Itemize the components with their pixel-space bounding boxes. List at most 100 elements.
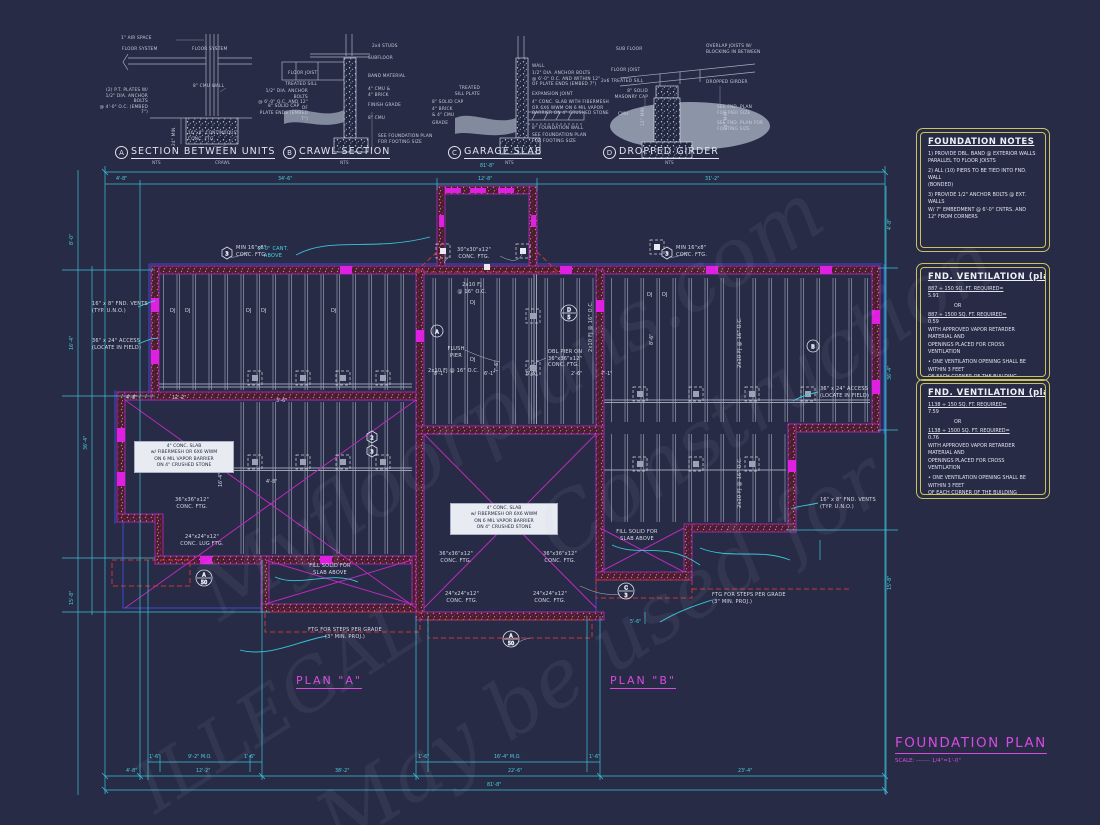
c-foundation-wall: 8" FOUNDATION WALL — [532, 126, 584, 131]
marker-a50b-top: A — [202, 573, 206, 579]
c-brick-cmu: 4" BRICK & 4" CMU — [432, 107, 455, 118]
dim-int-1: 8'-1" — [434, 372, 446, 377]
fj-label-lower: 2x10 FJ @ 16" O.C. — [428, 368, 479, 374]
dim-bottom-side-3: 1'-6" — [418, 755, 430, 760]
access-right: 36" x 24" ACCESS (LOCATE IN FIELD) — [820, 386, 870, 399]
ftg-36-center-b: 36"x36"x12" CONC. FTG. — [542, 551, 578, 564]
foundation-note-2: 2) ALL (10) PIERS TO BE TIED INTO FND. W… — [928, 167, 1027, 189]
a-floor-system-left: FLOOR SYSTEM — [122, 47, 158, 52]
section-b-sketch — [281, 34, 373, 153]
ventilation-panel-b: FND. VENTILATION (plan "B") 1138 ÷ 150 S… — [916, 379, 1050, 499]
section-a-sketch — [122, 34, 252, 148]
dim-int-l2: 12'-2" — [172, 396, 187, 401]
marker-hex2: 2 — [370, 436, 373, 442]
marker-d5-top: D — [567, 308, 571, 314]
fill-solid-porch-b: FILL SOLID FOR SLAB ABOVE — [616, 529, 658, 542]
dim-int-l3: 3'-6" — [276, 399, 288, 404]
b-finish-grade: FINISH GRADE — [368, 103, 402, 108]
b-anchor-bolts: 1/2" DIA. ANCHOR BOLTS @ 6'-0" O.C. AND … — [258, 89, 308, 122]
vent-a-value-2: 0.59 — [928, 319, 939, 326]
dim-bottom-side-2: 1'-6" — [244, 755, 256, 760]
dim-int-2: 6'-1" — [484, 372, 496, 377]
dj-4: DJ — [261, 308, 267, 314]
vent-a-formula-2: 887 ÷ 1500 SQ. FT. REQUIRED= — [928, 312, 1007, 319]
marker-a: A — [435, 330, 439, 336]
fj-label-vert-b-upper: 2x10 FJ @ 16" O.C. — [737, 317, 743, 368]
dj-6: DJ — [470, 300, 476, 306]
b-band-material: BAND MATERIAL — [368, 74, 406, 79]
a-air-space: 1" AIR SPACE — [121, 36, 152, 41]
section-a-title: A SECTION BETWEEN UNITS — [115, 146, 276, 159]
dim-bottom-5: 23'-4" — [738, 769, 753, 774]
dim-bottom-mo-center: 16'-4" M.O. — [494, 755, 521, 760]
b-floor-joist: FLOOR JOIST — [288, 71, 318, 76]
a-cmu-wall: 8" CMU WALL — [193, 84, 225, 89]
steps-ftg-note-a: FTG FOR STEPS PER GRADE (3" MIN. PROJ.) — [308, 627, 382, 640]
ftg-24-center-a: 24"x24"x12" CONC. FTG. — [444, 591, 480, 604]
dim-right-3: 15'-8" — [888, 575, 893, 590]
section-d-letter: D — [603, 146, 616, 159]
dim-int-4: 2'-6" — [571, 372, 583, 377]
dim-top-2: 34'-6" — [278, 177, 293, 182]
dim-bottom-side-1: 1'-6" — [149, 755, 161, 760]
dj-3: DJ — [246, 308, 252, 314]
piers — [247, 239, 816, 472]
d-24-min: 24" MIN. — [724, 110, 729, 130]
dj-7: DJ — [470, 357, 476, 363]
marker-c3-top: C — [624, 586, 628, 592]
min-ftg-note-right: MIN 16"x8" CONC. FTG. — [676, 245, 708, 258]
d-see-pier: SEE FND. PLAN FOR PIER SIZE — [717, 105, 753, 116]
d-cmu: CMU — [618, 112, 629, 117]
steps-ftg-note-b: FTG FOR STEPS PER GRADE (3" MIN. PROJ.) — [712, 592, 786, 605]
c-see-foundation: SEE FOUNDATION PLAN FOR FOOTING SIZE — [532, 133, 587, 144]
dimension-lines — [62, 166, 898, 795]
ftg-36-center-a: 36"x36"x12" CONC. FTG. — [438, 551, 474, 564]
vent-a-title: FND. VENTILATION (plan "A") — [928, 272, 1045, 282]
foundation-notes-title: FOUNDATION NOTES — [928, 137, 1035, 147]
lug-ftg-label: 24"x24"x12" CONC. LUG FTG. — [180, 534, 224, 547]
dim-bottom-4: 22'-6" — [508, 769, 523, 774]
plan-b-label: PLAN "B" — [610, 674, 676, 689]
dim-int-5: 7'-1" — [601, 372, 613, 377]
ftg-24-center-b: 24"x24"x12" CONC. FTG. — [532, 591, 568, 604]
dim-int-v3: 16'-4" — [219, 472, 224, 487]
d-see-footing: SEE FND. PLAN FOR FOOTING SIZE — [717, 121, 764, 132]
ftg-30-label: 30"x30"x12" CONC. FTG. — [456, 247, 492, 260]
plan-a-label: PLAN "A" — [296, 674, 362, 689]
marker-b: B — [811, 345, 815, 351]
marker-d5-bottom: 5 — [567, 315, 570, 321]
section-c-scale: NTS — [505, 161, 514, 166]
vent-b-value-2: 0.76 — [928, 435, 939, 442]
dim-int-b1: 5'-6" — [630, 620, 642, 625]
b-treated-sill: TREATED SILL — [285, 82, 318, 87]
dj-8: DJ — [647, 292, 653, 298]
dim-bottom-overall: 81'-8" — [487, 783, 502, 788]
slab-note-box-center: 4" CONC. SLAB w/ FIBERMESH OR 6X6 WWM ON… — [450, 503, 558, 535]
b-studs: 2x4 STUDS — [372, 44, 398, 49]
vent-a-note-1: WITH APPROVED VAPOR RETARDER MATERIAL AN… — [928, 326, 1015, 355]
foundation-note-3: 3) PROVIDE 1/2" ANCHOR BOLTS @ EXT. WALL… — [928, 191, 1027, 220]
a-floor-system-right: FLOOR SYSTEM — [192, 47, 228, 52]
vent-a-value-1: 5.91 — [928, 293, 939, 300]
c-slab-note: 4" CONC. SLAB WITH FIBERMESH OR 6X6 WWM … — [532, 100, 609, 117]
dim-int-l1: 4'-8" — [126, 396, 138, 401]
c-grade: GRADE — [432, 121, 449, 126]
joist-fields — [162, 274, 870, 554]
vent-b-formula-1: 1138 ÷ 150 SQ. FT. REQUIRED= — [928, 402, 1007, 408]
sheet-title: FOUNDATION PLAN — [895, 735, 1047, 754]
dbl-pier-label: DBL PIER ON 36"x36"x12" CONC. FTG. — [548, 349, 583, 368]
d-sub-floor: SUB FLOOR — [616, 47, 643, 52]
vent-a-or: OR — [954, 302, 962, 309]
dim-right-1: 4'-8" — [888, 218, 893, 230]
marker-hex3-left: 3 — [225, 252, 228, 258]
dim-right-2: 36'-4" — [888, 365, 893, 380]
marker-c3-bottom: 3 — [624, 593, 627, 599]
section-b-title: B CRAWL SECTION — [283, 146, 391, 159]
vent-b-note-2: • ONE VENTILATION OPENING SHALL BE WITHI… — [928, 475, 1026, 495]
sheet-scale: SCALE: ------- 1/4"=1'-0" — [895, 758, 961, 764]
a-pt-plates: (2) P.T. PLATES W/ 1/2" DIA. ANCHOR BOLT… — [99, 88, 148, 116]
section-c-letter: C — [448, 146, 461, 159]
dim-top-3: 12'-8" — [478, 177, 493, 182]
dim-left-1: 8'-0" — [70, 233, 75, 245]
